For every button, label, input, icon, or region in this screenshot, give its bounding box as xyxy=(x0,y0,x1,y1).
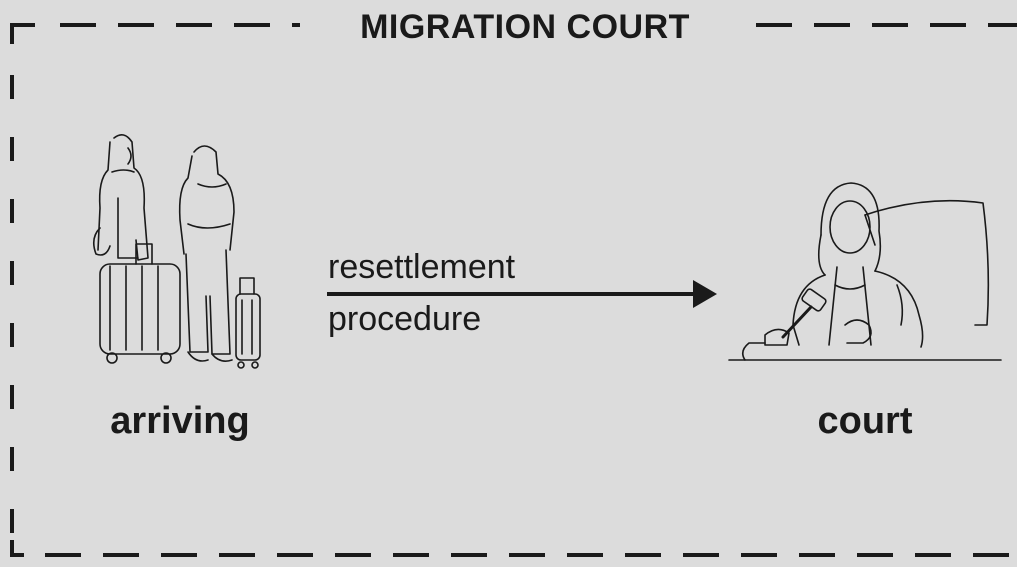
arrow-right-icon xyxy=(327,280,717,308)
arrow-label-bottom: procedure xyxy=(328,300,482,338)
arrow-label-top: resettlement xyxy=(328,248,516,286)
court-label: court xyxy=(817,400,913,442)
judge-with-gavel-icon xyxy=(728,182,1002,361)
diagram-title: MIGRATION COURT xyxy=(300,4,750,50)
arriving-label: arriving xyxy=(110,400,250,442)
travelers-with-luggage-icon xyxy=(92,134,261,369)
diagram-title-text: MIGRATION COURT xyxy=(350,8,700,46)
